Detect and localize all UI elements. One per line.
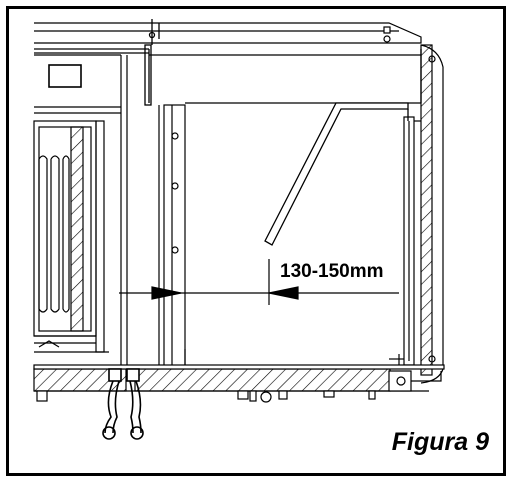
top-housing — [34, 22, 422, 54]
baffle-plate — [264, 102, 409, 246]
figure-frame: 130-150mm Figura 9 — [6, 6, 506, 476]
base-plate — [33, 364, 445, 392]
dimension-line — [119, 259, 399, 305]
left-panel — [34, 54, 128, 365]
firebox — [33, 120, 109, 353]
dimension-label: 130-150mm — [278, 261, 386, 283]
side-bracket — [158, 104, 186, 368]
bottom-fittings — [36, 390, 376, 403]
figure-caption: Figura 9 — [391, 428, 489, 456]
right-side — [389, 44, 444, 384]
main-cavity — [144, 19, 422, 106]
technical-drawing — [33, 19, 445, 440]
connection-pipes — [102, 368, 144, 440]
